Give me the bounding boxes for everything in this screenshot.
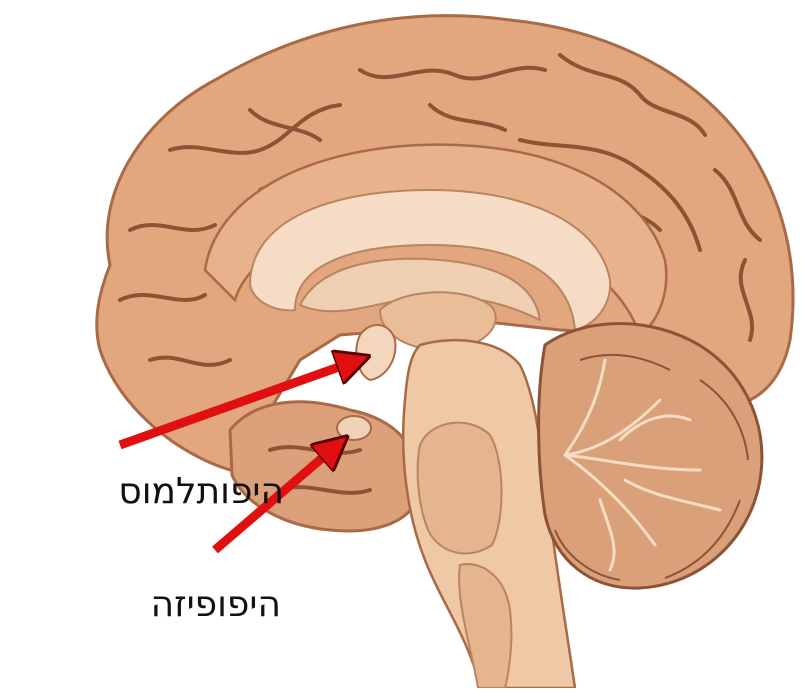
pituitary-label: היפופיזה bbox=[111, 587, 281, 623]
pons bbox=[418, 423, 502, 554]
pituitary-structure bbox=[337, 416, 371, 440]
hypothalamus-label: היפותלמוס bbox=[66, 474, 284, 510]
hypothalamus-structure bbox=[356, 325, 395, 380]
